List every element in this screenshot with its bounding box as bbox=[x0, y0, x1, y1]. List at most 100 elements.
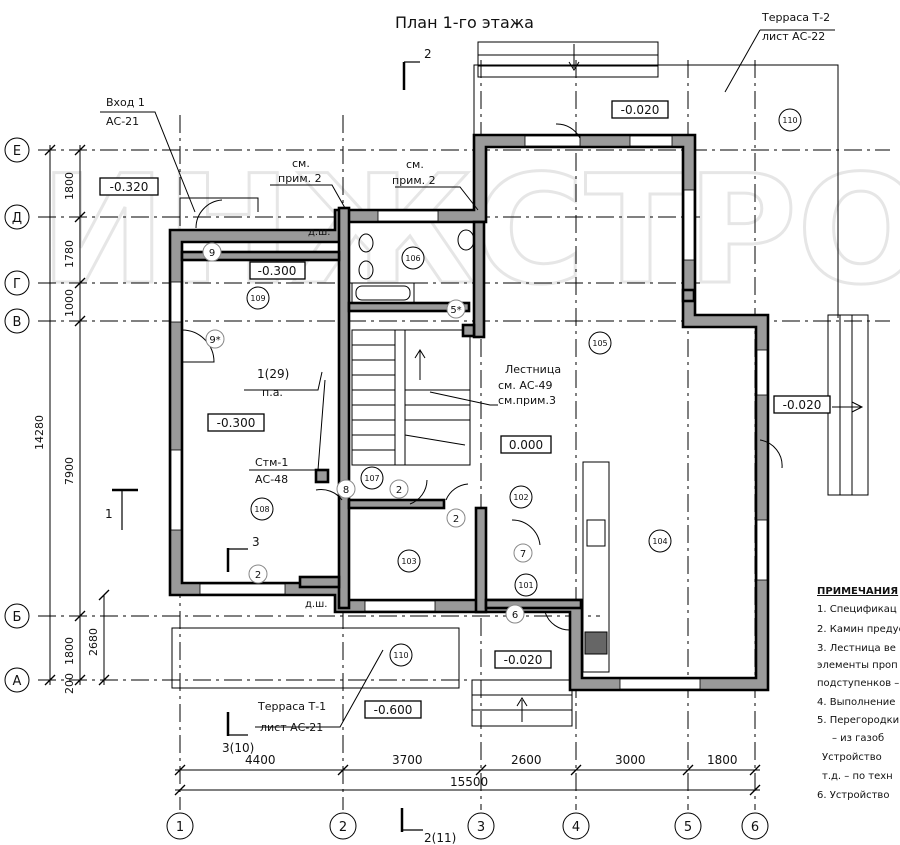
axis-label-b: Б bbox=[13, 610, 22, 625]
note-line-3: 3. Лестница ве bbox=[817, 643, 896, 654]
axis-bubble-e bbox=[4, 137, 30, 163]
toilet-2-icon bbox=[358, 260, 374, 280]
terrace2-label-1: Терраса Т-2 bbox=[761, 11, 830, 24]
partition-axis-3 bbox=[474, 506, 488, 614]
room-110-t2-label: 110 bbox=[782, 116, 797, 125]
axis-label-g: Г bbox=[13, 277, 21, 292]
door-swing-east bbox=[759, 439, 783, 469]
sm-note-1a: см. bbox=[292, 157, 310, 170]
note-line-4: элементы проп bbox=[817, 660, 898, 671]
number-axis-markers: 1 2 3 4 5 6 bbox=[166, 812, 769, 840]
section-2-top: 2 bbox=[424, 47, 432, 61]
terrace2-label-2: лист АС-22 bbox=[762, 30, 825, 43]
axis-label-d: Д bbox=[12, 211, 22, 226]
toilet-icon bbox=[358, 233, 374, 253]
door-swing-north bbox=[555, 123, 581, 139]
columns bbox=[314, 288, 696, 484]
note-line-10: т.д. – по техн bbox=[822, 771, 893, 782]
door-swing-7 bbox=[511, 519, 541, 546]
door-2b-label: 2 bbox=[453, 514, 459, 525]
dim-h-4400: 4400 bbox=[245, 753, 276, 767]
room-105-label: 105 bbox=[592, 339, 607, 348]
walls bbox=[168, 133, 770, 692]
leader-lines bbox=[100, 29, 835, 728]
room-107-label: 107 bbox=[364, 474, 379, 483]
east-terrace-steps bbox=[827, 314, 869, 496]
dsh-label-bottom: д.ш. bbox=[305, 599, 327, 610]
stm-label-1: Стм-1 bbox=[255, 456, 288, 469]
level-terrace1: -0.600 bbox=[374, 703, 413, 717]
level-terrace2: -0.020 bbox=[621, 103, 660, 117]
door-5star-label: 5* bbox=[450, 305, 461, 316]
level-main: 0.000 bbox=[509, 438, 543, 452]
axis-bubble-3 bbox=[467, 812, 495, 840]
dsh-label-top: д.ш. bbox=[308, 227, 330, 238]
level-east-terrace: -0.020 bbox=[783, 398, 822, 412]
section-markers: 2 1 3 3(10) 2(11) bbox=[105, 47, 456, 845]
axis-label-2: 2 bbox=[339, 820, 347, 835]
note-line-5: подступенков – bbox=[817, 678, 899, 689]
room-101-label: 101 bbox=[518, 581, 533, 590]
room-104-label: 104 bbox=[652, 537, 667, 546]
axis-label-v: В bbox=[13, 315, 22, 330]
stair-outline bbox=[351, 329, 471, 466]
fireplace bbox=[584, 631, 608, 655]
section-2-11: 2(11) bbox=[424, 831, 456, 845]
dim-v-1800-top: 1800 bbox=[63, 172, 76, 200]
dim-h-15500: 15500 bbox=[450, 775, 488, 789]
window-north-1 bbox=[524, 135, 581, 147]
dim-v-200: 200 bbox=[63, 673, 76, 694]
stair-label-1: Лестница bbox=[505, 363, 561, 376]
staircase bbox=[351, 329, 471, 466]
note-line-11: 6. Устройство bbox=[817, 790, 889, 801]
level-marks: -0.320 -0.300 -0.300 -0.020 -0.020 -0.02… bbox=[99, 100, 831, 719]
section-1: 1 bbox=[105, 507, 113, 521]
door-swing-8 bbox=[315, 489, 343, 501]
sm-note-2a: см. bbox=[406, 158, 424, 171]
axis-label-a: А bbox=[13, 674, 22, 689]
horizontal-dimensions: 4400 3700 2600 3000 1800 15500 bbox=[174, 753, 761, 796]
terraces bbox=[171, 41, 869, 727]
window-south-108 bbox=[199, 583, 286, 595]
note-line-6: 4. Выполнение bbox=[817, 697, 895, 708]
dim-h-3000: 3000 bbox=[615, 753, 646, 767]
door-2a-label: 2 bbox=[396, 485, 402, 496]
stair-treads bbox=[352, 344, 470, 451]
partition-107-bottom bbox=[347, 498, 446, 510]
axis-bubble-b bbox=[4, 603, 30, 629]
partition-101-bottom bbox=[484, 598, 583, 610]
dim-v-1000: 1000 bbox=[63, 289, 76, 317]
terrace-t2-outline bbox=[473, 64, 839, 318]
sm-note-1b: прим. 2 bbox=[278, 172, 322, 185]
door-9-label: 9 bbox=[209, 248, 215, 259]
terrace-t2-steps bbox=[477, 41, 659, 78]
axis-bubble-6 bbox=[741, 812, 769, 840]
door-9star-label: 9* bbox=[209, 335, 220, 346]
kitchen-counter bbox=[582, 461, 610, 673]
dim-h-1800: 1800 bbox=[707, 753, 738, 767]
dim-v-1780: 1780 bbox=[63, 240, 76, 268]
room-numbers: 106 109 108 107 103 102 101 105 104 110 … bbox=[246, 108, 802, 667]
axis-label-6: 6 bbox=[751, 820, 759, 835]
dim-h-3700: 3700 bbox=[392, 753, 423, 767]
partition-dsh-stub bbox=[298, 575, 341, 589]
bathroom-fixtures bbox=[351, 229, 475, 304]
partition-axis-2 bbox=[337, 206, 351, 610]
dim-v-14280: 14280 bbox=[33, 415, 46, 450]
dim-v-1800-bottom: 1800 bbox=[63, 637, 76, 665]
axis-bubble-d bbox=[4, 204, 30, 230]
stair-label-3: см.прим.3 bbox=[498, 394, 556, 407]
axis-bubble-a bbox=[4, 667, 30, 693]
door-swing-2a bbox=[409, 479, 428, 505]
pa-label: п.а. bbox=[262, 386, 283, 399]
window-east-2 bbox=[756, 519, 768, 581]
terrace1-label-2: лист АС-21 bbox=[260, 721, 323, 734]
note-line-9: Устройство bbox=[822, 752, 882, 763]
partition-bath-east bbox=[472, 220, 486, 339]
stair-label-2: см. АС-49 bbox=[498, 379, 553, 392]
vhod-label-1: Вход 1 bbox=[106, 96, 145, 109]
terrace1-label-1: Терраса Т-1 bbox=[257, 700, 326, 713]
dim-h-2600: 2600 bbox=[511, 753, 542, 767]
room-103-label: 103 bbox=[401, 557, 416, 566]
window-east-upper bbox=[683, 189, 695, 261]
